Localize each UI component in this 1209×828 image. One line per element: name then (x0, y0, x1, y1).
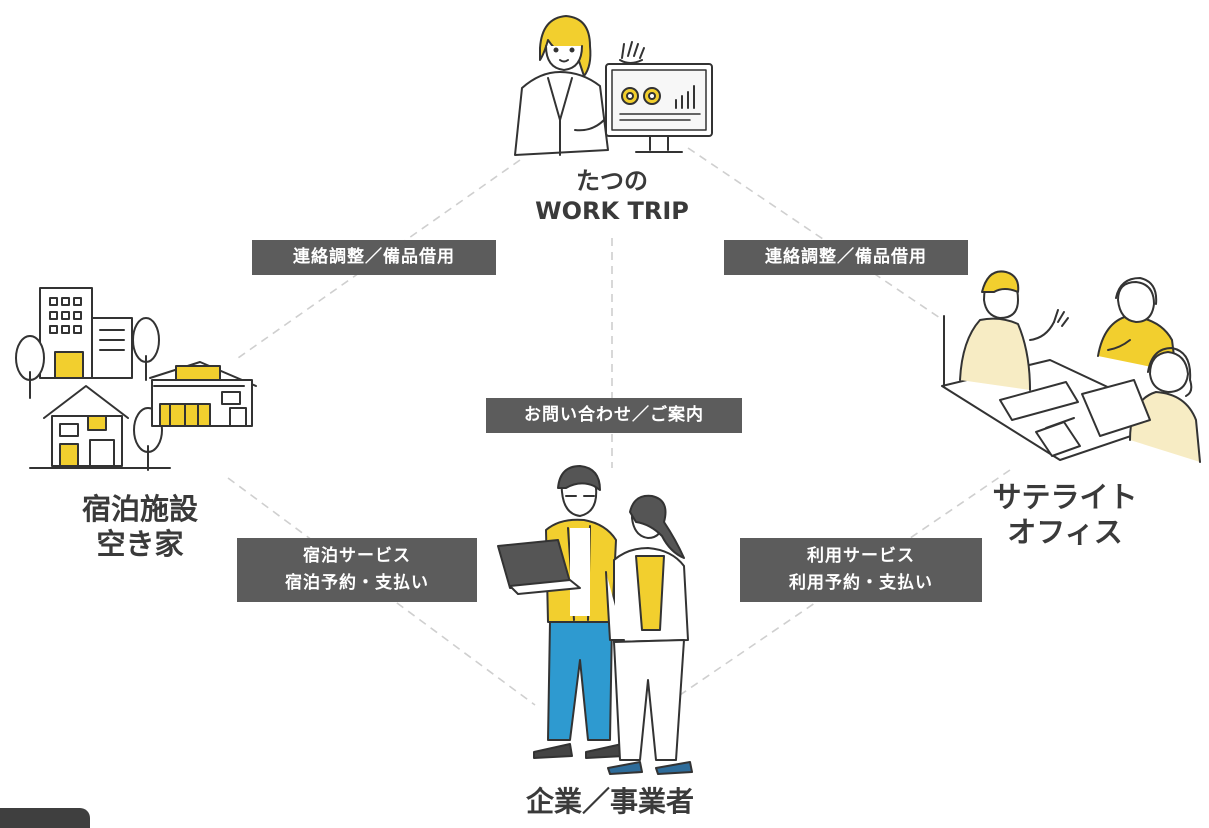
presenter-illustration (514, 15, 713, 156)
node-lodging-label: 宿泊施設 空き家 (60, 492, 220, 562)
relation-top-right: 連絡調整／備品借用 (724, 240, 968, 275)
relation-top-left: 連絡調整／備品借用 (252, 240, 496, 275)
relation-bottom-left-line1: 宿泊サービス (303, 546, 411, 566)
relation-top-left-text: 連絡調整／備品借用 (293, 247, 455, 267)
node-company-label: 企業／事業者 (500, 784, 720, 819)
connector-top-right (687, 147, 941, 319)
business-people-illustration (497, 465, 693, 775)
node-worktrip-line2: WORK TRIP (535, 197, 689, 225)
node-satellite-line2: オフィス (1007, 514, 1123, 549)
office-illustration (941, 270, 1201, 463)
lodging-illustration (15, 287, 257, 471)
relation-bottom-left: 宿泊サービス 宿泊予約・支払い (237, 538, 477, 602)
node-lodging-line2: 空き家 (96, 526, 184, 561)
relation-bottom-right: 利用サービス 利用予約・支払い (740, 538, 982, 602)
relation-bottom-left-line2: 宿泊予約・支払い (285, 573, 429, 593)
node-worktrip-label: たつの WORK TRIP (512, 166, 712, 226)
node-satellite-line1: サテライト (992, 480, 1138, 514)
relation-bottom-right-line2: 利用予約・支払い (789, 573, 933, 593)
node-lodging-line1: 宿泊施設 (81, 492, 198, 526)
relation-top-right-text: 連絡調整／備品借用 (765, 247, 927, 267)
node-company-line1: 企業／事業者 (525, 785, 694, 818)
relation-center: お問い合わせ／ご案内 (486, 398, 742, 433)
relation-center-text: お問い合わせ／ご案内 (524, 405, 704, 425)
node-worktrip-line1: たつの (576, 167, 648, 195)
relation-bottom-right-line1: 利用サービス (807, 546, 915, 566)
corner-tab[interactable] (0, 808, 90, 828)
node-satellite-label: サテライト オフィス (990, 480, 1140, 550)
connector-left-bottom (227, 477, 536, 706)
